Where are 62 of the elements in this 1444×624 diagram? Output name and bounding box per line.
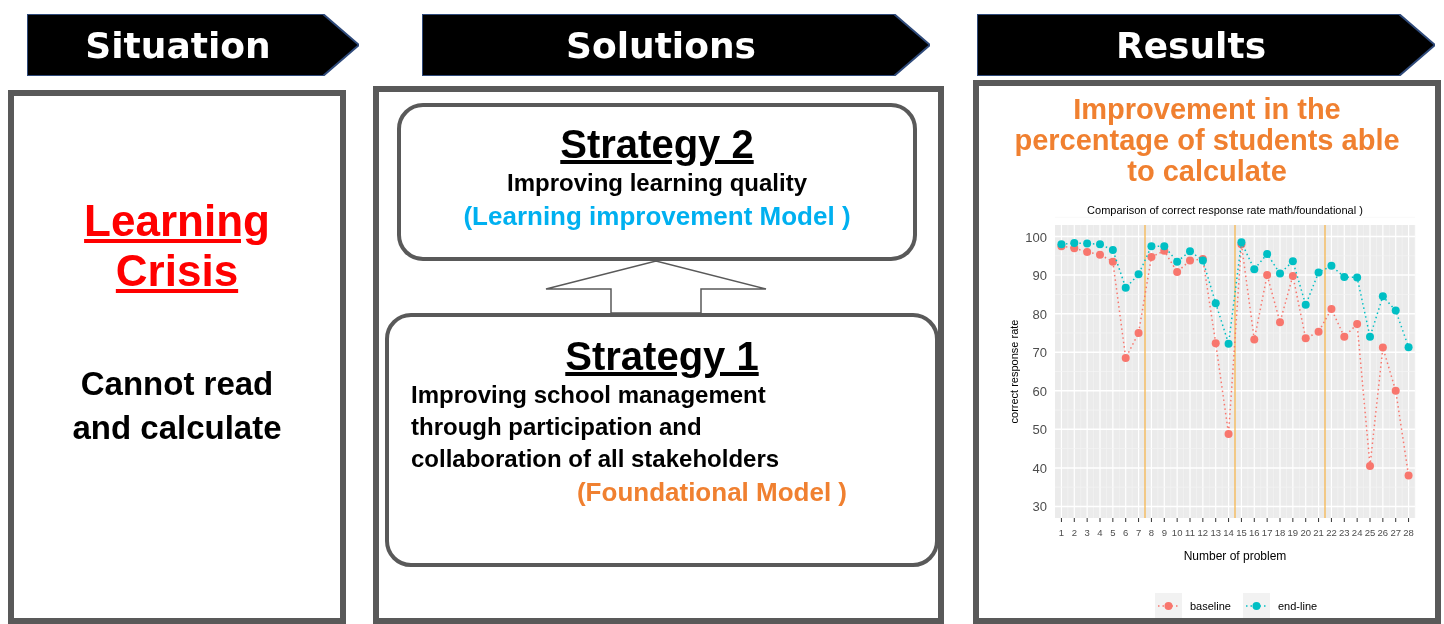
axis-tick-label: 4 — [1097, 527, 1103, 538]
axis-tick-label: 9 — [1161, 527, 1167, 538]
strategy-text: Improving school management through participation and collaboration of all stakeholders — [410, 380, 781, 474]
legend-label: baseline — [1190, 600, 1231, 612]
strategy-box — [385, 313, 939, 567]
axis-tick-label: 70 — [1032, 345, 1047, 361]
axis-tick-label: 15 — [1236, 527, 1247, 538]
panel — [973, 80, 1441, 624]
chart-title: Comparison of correct response rate math/foundational ) — [1087, 204, 1363, 216]
axis-tick-label: 22 — [1326, 527, 1337, 538]
axis-tick-label: 14 — [1223, 527, 1234, 538]
axis-tick-label: 21 — [1313, 527, 1324, 538]
axis-tick-label: 16 — [1249, 527, 1260, 538]
banner-title: Results — [1115, 24, 1267, 66]
legend-label: end-line — [1278, 600, 1318, 612]
axis-tick-label: 50 — [1032, 422, 1047, 438]
axis-tick-label: 19 — [1287, 527, 1299, 538]
banner-title: Solutions — [566, 24, 756, 66]
axis-tick-label: 12 — [1197, 527, 1209, 538]
chevron-banner — [27, 14, 359, 76]
axis-title: Number of problem — [1183, 549, 1287, 563]
strategy-text: (Foundational Model ) — [575, 476, 849, 509]
chevron-banner — [422, 14, 930, 76]
axis-tick-label: 90 — [1032, 268, 1047, 284]
axis-tick-label: 24 — [1351, 527, 1363, 538]
strategy-box — [397, 103, 917, 261]
axis-tick-label: 3 — [1084, 527, 1090, 538]
axis-tick-label: 7 — [1135, 527, 1142, 538]
heading: Improvement in the percentage of students able to calculate — [1013, 94, 1401, 187]
heading: Learning Crisis — [83, 196, 271, 296]
strategy-title: Strategy 2 — [559, 121, 755, 167]
axis-tick-label: 17 — [1261, 527, 1273, 538]
axis-tick-label: 80 — [1032, 306, 1047, 322]
axis-tick-label: 23 — [1339, 527, 1350, 538]
axis-tick-label: 11 — [1185, 527, 1195, 538]
strategy-text: Improving learning quality — [505, 168, 808, 198]
block-arrow — [545, 260, 767, 314]
axis-tick-label: 40 — [1032, 460, 1047, 476]
chevron-banner — [977, 14, 1435, 76]
panel — [8, 90, 346, 624]
axis-title: correct response rate — [1008, 319, 1020, 424]
panel — [373, 86, 944, 624]
axis-tick-label: 60 — [1032, 383, 1047, 399]
axis-tick-label: 6 — [1123, 527, 1129, 538]
axis-tick-label: 27 — [1390, 527, 1401, 538]
axis-tick-label: 100 — [1025, 229, 1047, 245]
axis-tick-label: 18 — [1274, 527, 1286, 538]
axis-tick-label: 13 — [1210, 527, 1221, 538]
description: Cannot read and calculate — [71, 364, 283, 448]
axis-tick-label: 8 — [1148, 527, 1155, 538]
axis-tick-label: 5 — [1110, 527, 1116, 538]
axis-tick-label: 1 — [1058, 527, 1065, 538]
axis-tick-label: 30 — [1032, 499, 1047, 515]
banner-title: Situation — [85, 24, 271, 66]
axis-tick-label: 20 — [1300, 527, 1311, 538]
axis-tick-label: 26 — [1377, 527, 1389, 538]
axis-tick-label: 28 — [1403, 527, 1414, 538]
strategy-title: Strategy 1 — [564, 333, 760, 379]
axis-tick-label: 2 — [1071, 527, 1077, 538]
strategy-text: (Learning improvement Model ) — [462, 200, 852, 233]
axis-tick-label: 25 — [1364, 527, 1376, 538]
axis-tick-label: 10 — [1171, 527, 1183, 538]
